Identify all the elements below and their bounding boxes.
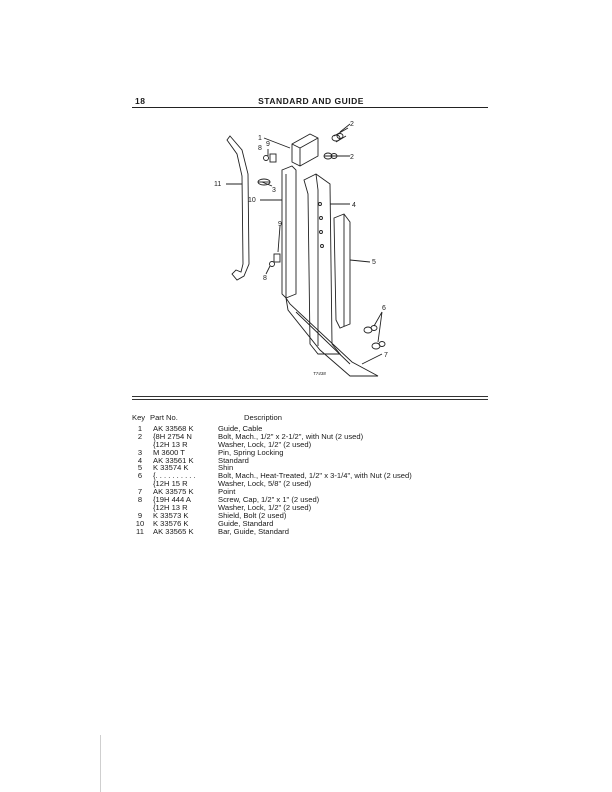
row-part-no: AK 33561 K xyxy=(153,455,194,465)
callout-2a: 2 xyxy=(350,121,354,128)
table-row: {12H 13 R Washer, Lock, 1/2" (2 used) xyxy=(133,439,493,449)
table-row: 6 {. . . . . . . . . . Bolt, Mach., Heat-T… xyxy=(133,472,493,480)
exploded-parts-diagram: 1 2 2 3 4 5 6 7 8 8 9 9 10 11 xyxy=(214,121,388,377)
row-description: Pin, Spring Locking xyxy=(218,447,284,457)
row-key: 2 xyxy=(137,431,143,441)
cable-guide-part xyxy=(291,133,319,167)
row-part-no: {8H 2754 N xyxy=(153,431,192,441)
row-description: Point xyxy=(218,487,236,497)
row-part-no: {. . . . . . . . . . xyxy=(153,471,196,481)
row-key: 11 xyxy=(136,526,144,536)
separator-rule xyxy=(132,399,488,400)
row-part-no: {12H 13 R xyxy=(153,502,188,512)
parts-list-header: Key Part No. Description xyxy=(132,413,493,425)
table-row: {12H 13 R Washer, Lock, 1/2" (2 used) xyxy=(133,504,493,512)
row-description: Guide, Cable xyxy=(218,424,263,433)
callout-2b: 2 xyxy=(350,154,354,161)
row-part-no: {12H 13 R xyxy=(153,439,188,449)
row-description: Shin xyxy=(218,463,234,473)
row-description: Washer, Lock, 1/2" (2 used) xyxy=(218,439,312,449)
row-part-no: AK 33575 K xyxy=(153,487,194,497)
callout-9b: 9 xyxy=(278,221,282,228)
page-title: STANDARD AND GUIDE xyxy=(258,96,364,106)
table-row: 5 K 33574 K Shin xyxy=(133,464,493,472)
callout-6: 6 xyxy=(382,305,386,312)
separator-rule xyxy=(132,396,488,397)
header-part-no: Part No. xyxy=(150,413,178,422)
header-rule xyxy=(132,107,488,108)
row-part-no: M 3600 T xyxy=(153,447,185,457)
row-key: 6 xyxy=(137,471,143,481)
callout-8a: 8 xyxy=(258,145,262,152)
callout-10: 10 xyxy=(248,197,256,204)
row-key: 4 xyxy=(137,455,143,465)
callout-11: 11 xyxy=(214,181,221,188)
callout-7: 7 xyxy=(384,352,388,359)
row-key: 1 xyxy=(137,424,143,433)
table-row: 8 {19H 444 A Screw, Cap, 1/2" x 1" (2 used… xyxy=(133,496,493,504)
row-key: 10 xyxy=(135,518,145,528)
row-part-no: K 33573 K xyxy=(153,510,189,520)
row-description: Shield, Bolt (2 used) xyxy=(218,510,287,520)
row-key: 3 xyxy=(137,447,143,457)
row-description: Bar, Guide, Standard xyxy=(218,526,289,536)
row-key: 9 xyxy=(137,510,143,520)
callout-3: 3 xyxy=(272,187,276,194)
header-key: Key xyxy=(132,413,146,422)
row-part-no: K 33574 K xyxy=(153,463,189,473)
page-number: 18 xyxy=(135,96,146,106)
row-part-no: {12H 15 R xyxy=(153,479,188,489)
callout-8b: 8 xyxy=(263,275,267,282)
header-description: Description xyxy=(244,413,282,422)
row-part-no: AK 33568 K xyxy=(153,424,194,433)
table-row: 10 K 33576 K Guide, Standard xyxy=(133,518,493,528)
row-description: Guide, Standard xyxy=(218,518,274,528)
guide-bar-part xyxy=(226,135,250,281)
page-header: 18 STANDARD AND GUIDE xyxy=(135,96,487,108)
table-row: 1 AK 33568 K Guide, Cable xyxy=(133,425,493,433)
table-row: {12H 15 R Washer, Lock, 5/8" (2 used) xyxy=(133,480,493,488)
callout-4: 4 xyxy=(352,202,356,209)
scan-margin-line xyxy=(100,735,101,792)
row-description: Screw, Cap, 1/2" x 1" (2 used) xyxy=(218,495,320,505)
callout-5: 5 xyxy=(372,259,376,266)
table-row: 2 {8H 2754 N Bolt, Mach., 1/2" x 2-1/2", w… xyxy=(133,431,493,441)
figure-number: T7438 xyxy=(313,371,326,376)
table-row: 3 M 3600 T Pin, Spring Locking xyxy=(133,447,493,457)
callout-9a: 9 xyxy=(266,141,270,148)
row-description: Bolt, Mach., 1/2" x 2-1/2", with Nut (2 … xyxy=(218,431,364,441)
row-key: 7 xyxy=(137,487,143,497)
row-description: Washer, Lock, 5/8" (2 used) xyxy=(218,479,312,489)
standard-guide-part xyxy=(281,165,297,299)
row-part-no: K 33576 K xyxy=(153,518,189,528)
row-key: 8 xyxy=(137,495,143,505)
row-key: 5 xyxy=(137,463,143,473)
shin-part xyxy=(333,213,351,329)
table-row: 7 AK 33575 K Point xyxy=(133,488,493,496)
table-row: 11 AK 33565 K Bar, Guide, Standard xyxy=(133,526,493,536)
table-row: 4 AK 33561 K Standard xyxy=(133,455,493,465)
row-description: Washer, Lock, 1/2" (2 used) xyxy=(218,502,312,512)
callout-1: 1 xyxy=(258,135,262,142)
row-description: Standard xyxy=(218,455,249,465)
table-row: 9 K 33573 K Shield, Bolt (2 used) xyxy=(133,510,493,520)
parts-list: Key Part No. Description 1 AK 33568 K Guid… xyxy=(132,413,493,536)
row-part-no: AK 33565 K xyxy=(153,526,194,536)
point-part xyxy=(285,297,379,377)
row-part-no: {19H 444 A xyxy=(153,495,192,505)
row-description: Bolt, Mach., Heat-Treated, 1/2" x 3-1/4"… xyxy=(218,471,412,481)
